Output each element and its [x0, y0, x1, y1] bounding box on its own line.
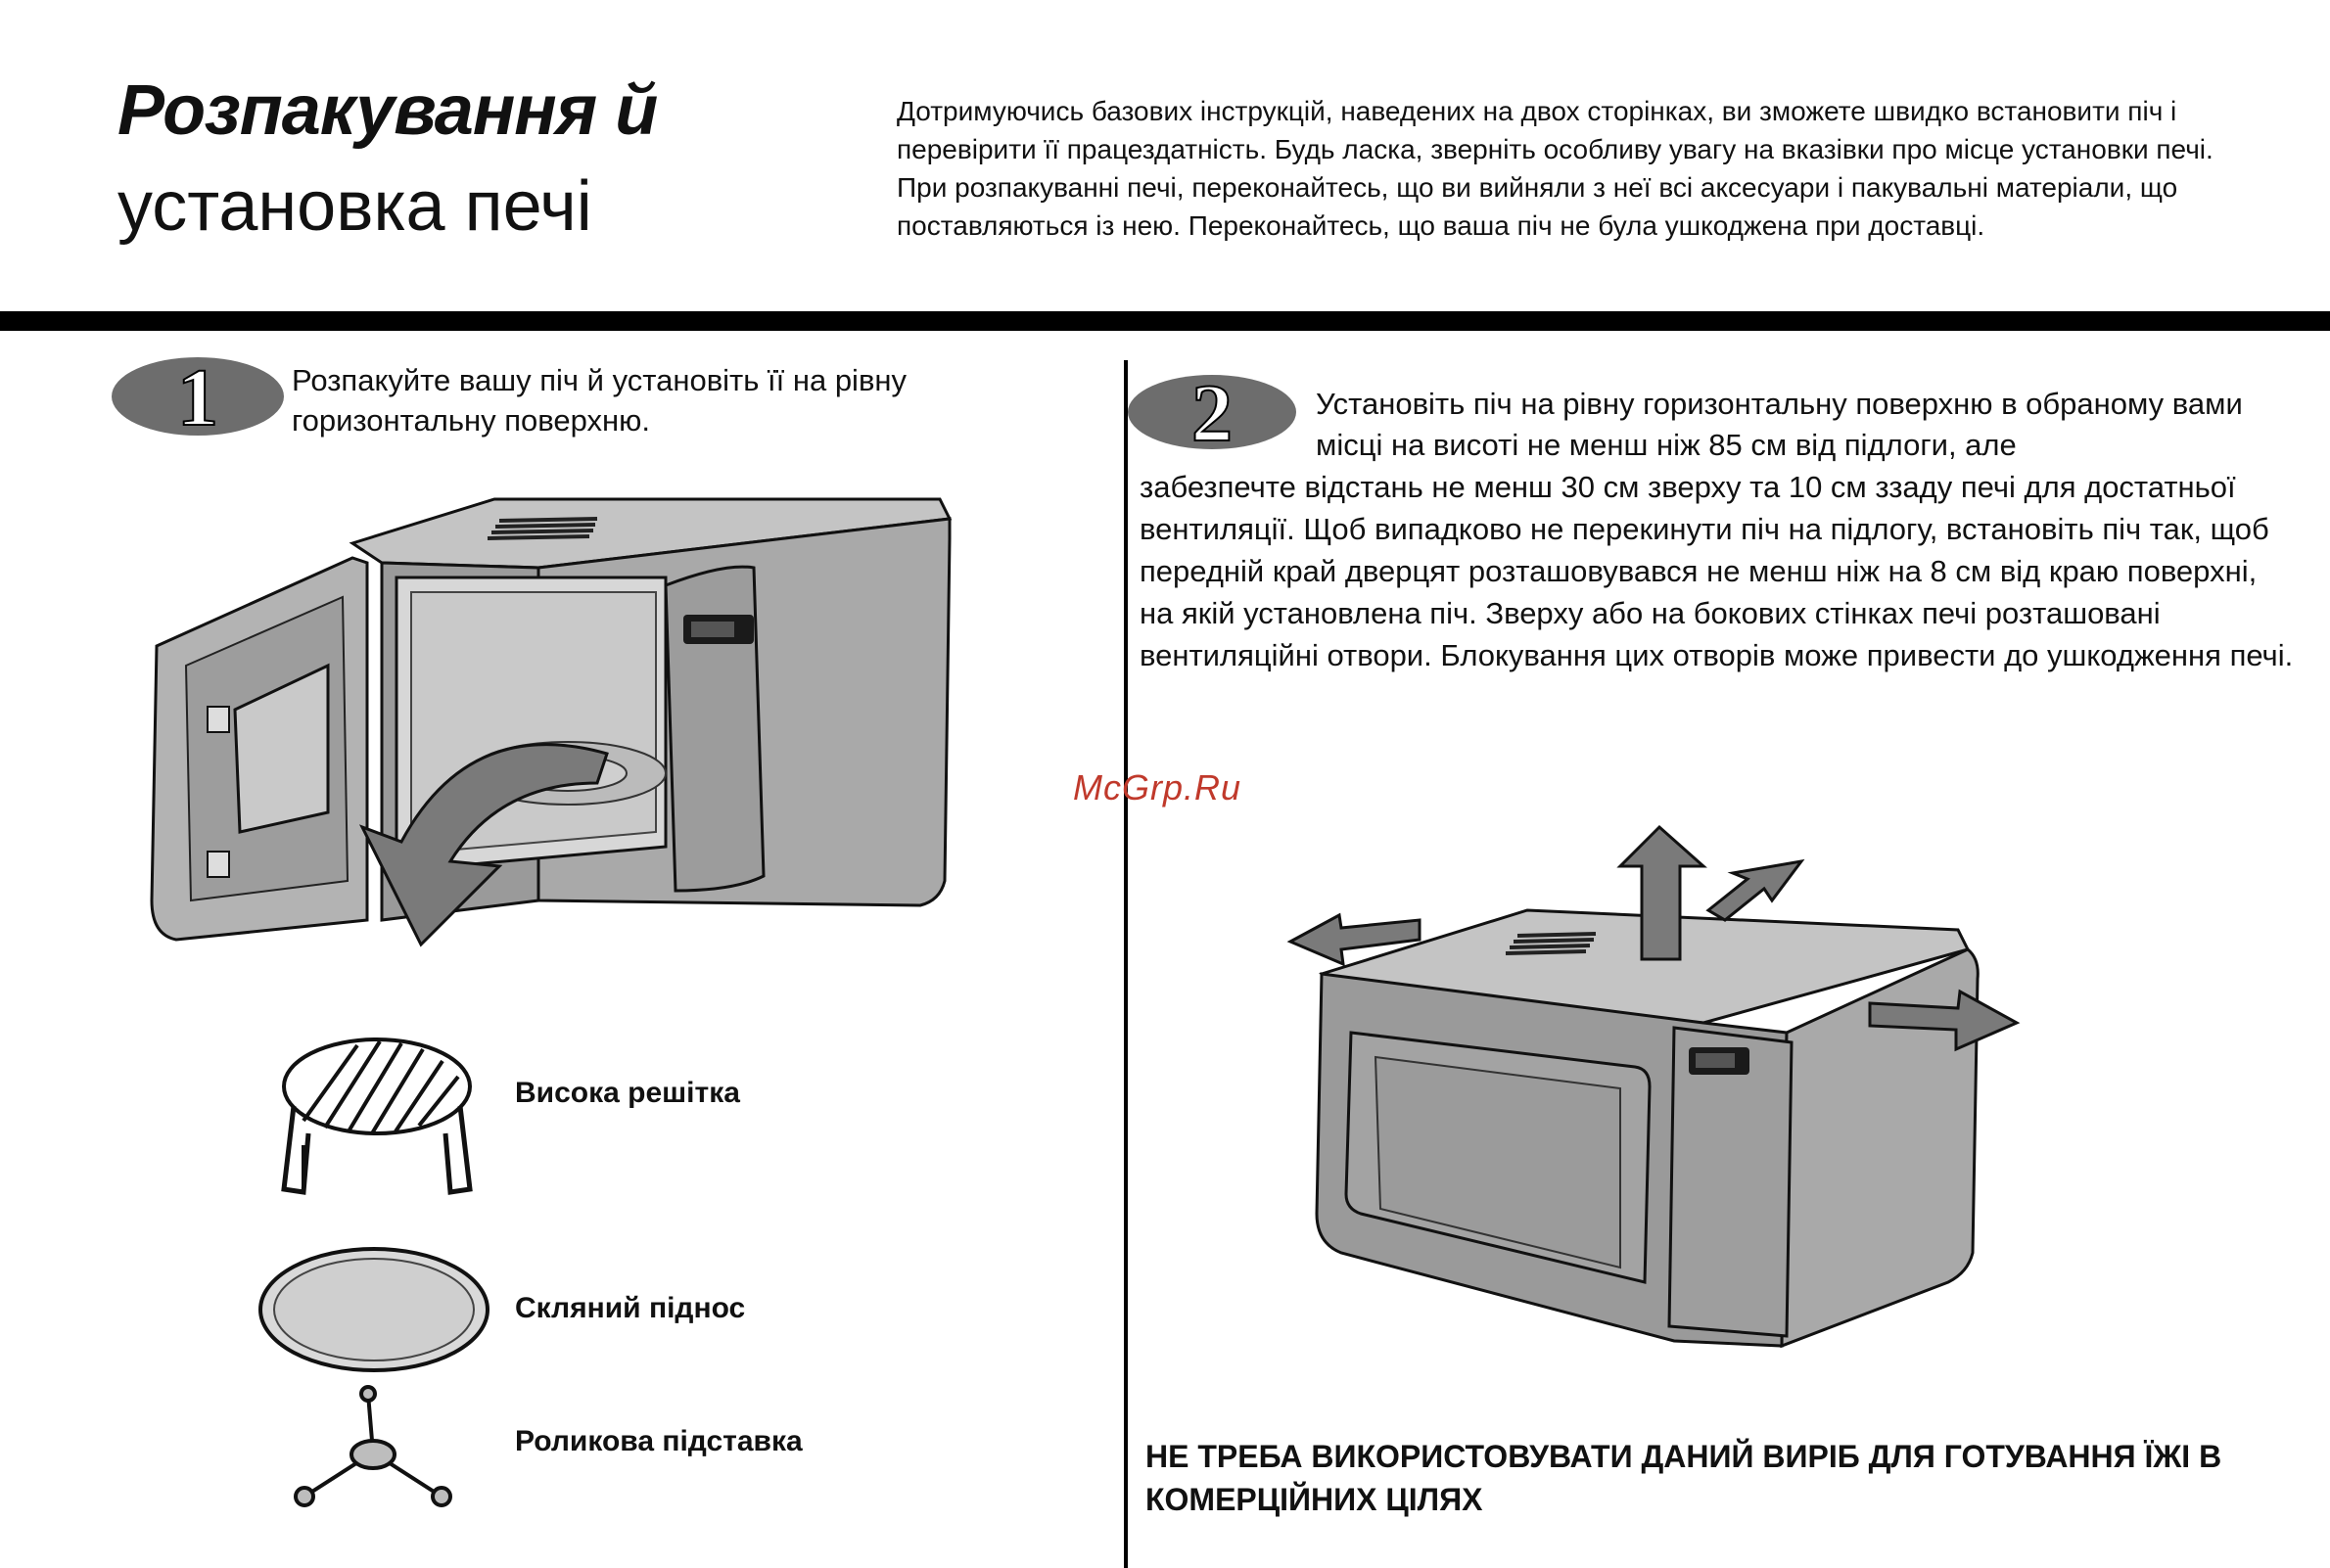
- column-divider: [1124, 360, 1128, 1568]
- top-vent-2: [1505, 932, 1597, 955]
- step2-text-lead: Установіть піч на рівну горизонтальну по…: [1316, 387, 2243, 462]
- step1-text: Розпакуйте вашу піч й установіть її на р…: [292, 363, 908, 438]
- page-title-line1: Розпакування й: [117, 71, 658, 150]
- top-vent: [487, 517, 598, 540]
- arrow-right: [1868, 989, 2021, 1052]
- arrow-back: [1705, 858, 1805, 922]
- step2-number-badge: 2: [1128, 367, 1296, 460]
- high-rack-icon: [281, 1038, 473, 1195]
- step1-number: 1: [177, 352, 218, 443]
- high-rack-label: Висока решітка: [515, 1077, 740, 1109]
- glass-tray-icon: [258, 1247, 489, 1372]
- arrow-left: [1286, 912, 1421, 967]
- glass-tray-label: Скляний піднос: [515, 1292, 746, 1324]
- roller-rest-icon: [294, 1385, 452, 1507]
- unpack-arrow: [358, 743, 609, 947]
- arrow-up: [1616, 824, 1707, 961]
- intro-text: Дотримуючись базових інструкцій, наведен…: [897, 96, 2214, 241]
- header-divider: [0, 311, 2330, 331]
- roller-rest-label: Роликова підставка: [515, 1425, 803, 1457]
- step2-text-rest: забезпечте відстань не менш 30 см зверху…: [1140, 470, 2294, 672]
- closed-microwave-illustration: [1286, 824, 2021, 1349]
- open-microwave-illustration: [150, 497, 953, 947]
- watermark: McGrp.Ru: [1073, 767, 1242, 807]
- commercial-use-warning: НЕ ТРЕБА ВИКОРИСТОВУВАТИ ДАНИЙ ВИРІБ ДЛЯ…: [1145, 1439, 2222, 1517]
- step1-number-badge: 1: [112, 351, 284, 444]
- step2-number: 2: [1191, 368, 1233, 459]
- ventilation-arrows: [1286, 824, 2021, 1052]
- page-title-line2: установка печі: [117, 167, 592, 246]
